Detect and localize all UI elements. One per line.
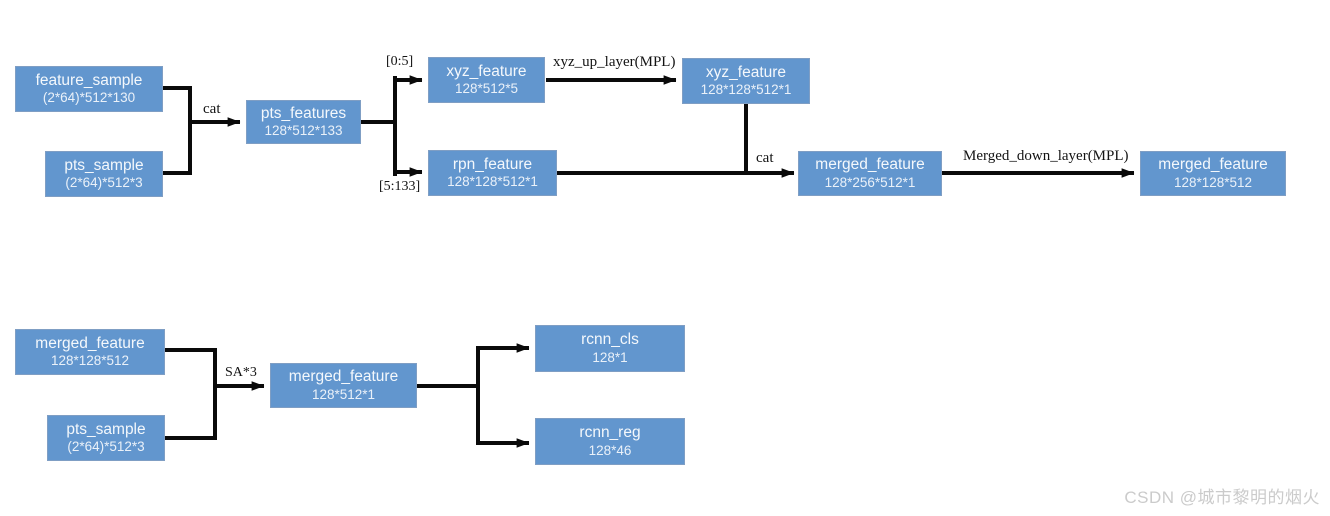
node-dims: (2*64)*512*130 bbox=[42, 90, 136, 106]
edge-label-xyz-up-layer: xyz_up_layer(MPL) bbox=[553, 54, 676, 70]
edge-label-cat-merge: cat bbox=[756, 150, 774, 166]
node-title: pts_sample bbox=[64, 156, 144, 174]
node-dims: 128*512*5 bbox=[454, 81, 519, 97]
node-title: rcnn_cls bbox=[581, 331, 639, 349]
node-title: merged_feature bbox=[288, 368, 399, 386]
node-dims: (2*64)*512*3 bbox=[67, 439, 145, 455]
node-pts-sample-bottom: pts_sample (2*64)*512*3 bbox=[47, 415, 165, 461]
node-dims: 128*512*1 bbox=[311, 386, 376, 402]
node-dims: 128*128*512 bbox=[1173, 174, 1253, 190]
node-merged-feature-cat: merged_feature 128*256*512*1 bbox=[798, 151, 942, 196]
node-title: pts_features bbox=[260, 104, 347, 122]
node-dims: 128*46 bbox=[588, 442, 632, 458]
node-title: merged_feature bbox=[35, 334, 145, 352]
node-title: xyz_feature bbox=[446, 62, 527, 80]
node-dims: 128*1 bbox=[592, 349, 628, 365]
node-title: merged_feature bbox=[1158, 156, 1268, 174]
edge-label-merged-down-layer: Merged_down_layer(MPL) bbox=[963, 148, 1129, 164]
node-dims: 128*256*512*1 bbox=[824, 174, 916, 190]
node-merged-feature-down: merged_feature 128*128*512 bbox=[1140, 151, 1286, 196]
node-title: pts_sample bbox=[66, 420, 146, 438]
edge-label-sa3: SA*3 bbox=[225, 365, 257, 380]
edge-label-cat-top: cat bbox=[203, 101, 221, 117]
node-title: rpn_feature bbox=[452, 155, 533, 173]
node-title: feature_sample bbox=[35, 71, 143, 89]
node-pts-sample-top: pts_sample (2*64)*512*3 bbox=[45, 151, 163, 197]
node-dims: 128*128*512 bbox=[50, 353, 130, 369]
edge-label-slice-rpn: [5:133] bbox=[379, 179, 421, 194]
node-merged-feature-sa: merged_feature 128*512*1 bbox=[270, 363, 417, 408]
node-title: xyz_feature bbox=[705, 63, 787, 81]
node-dims: 128*512*133 bbox=[264, 123, 343, 139]
csdn-watermark: CSDN @城市黎明的烟火 bbox=[1124, 488, 1320, 507]
node-dims: 128*128*512*1 bbox=[447, 174, 538, 190]
edge-label-slice-xyz: [0:5] bbox=[386, 54, 414, 69]
node-rcnn-reg: rcnn_reg 128*46 bbox=[535, 418, 685, 465]
node-dims: 128*128*512*1 bbox=[700, 82, 792, 98]
node-title: merged_feature bbox=[815, 156, 925, 174]
node-rcnn-cls: rcnn_cls 128*1 bbox=[535, 325, 685, 372]
node-title: rcnn_reg bbox=[579, 424, 641, 442]
node-dims: (2*64)*512*3 bbox=[65, 175, 143, 191]
node-xyz-feature-small: xyz_feature 128*512*5 bbox=[428, 57, 545, 103]
node-pts-features: pts_features 128*512*133 bbox=[246, 100, 361, 144]
node-feature-sample: feature_sample (2*64)*512*130 bbox=[15, 66, 163, 112]
node-rpn-feature: rpn_feature 128*128*512*1 bbox=[428, 150, 557, 196]
node-merged-feature-in: merged_feature 128*128*512 bbox=[15, 329, 165, 375]
node-xyz-feature-up: xyz_feature 128*128*512*1 bbox=[682, 58, 810, 104]
